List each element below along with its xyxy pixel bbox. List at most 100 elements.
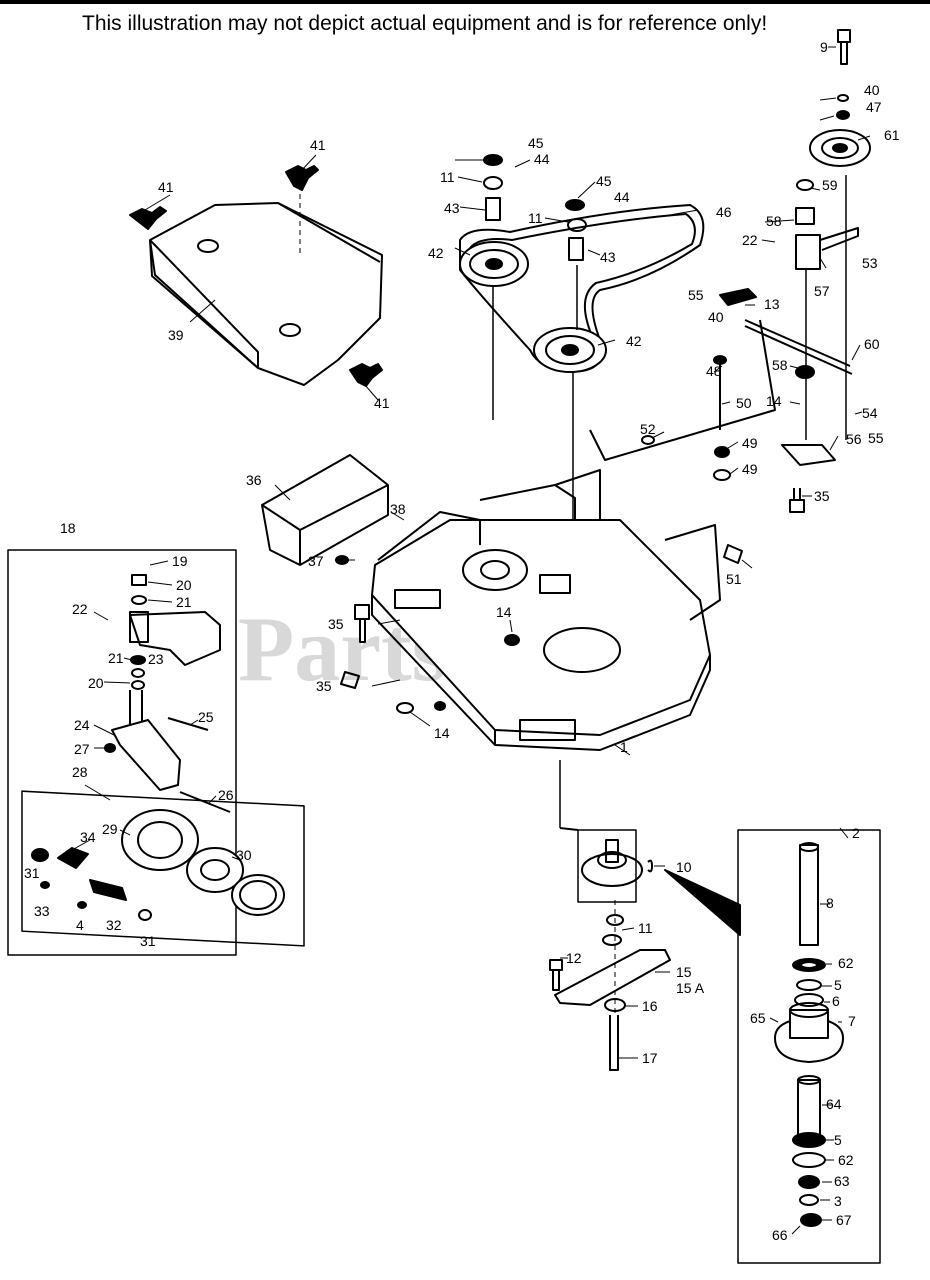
callout-label: 14: [434, 725, 450, 741]
caster-bracket: [104, 574, 231, 813]
leader-lines: [71, 46, 871, 1235]
callout-label: 29: [102, 821, 118, 837]
callout-label: 57: [814, 283, 830, 299]
callout-label: 48: [706, 363, 722, 379]
callout-label: 30: [236, 847, 252, 863]
callout-label: 42: [626, 333, 642, 349]
callout-label: 15 A: [676, 980, 705, 996]
pulley: [459, 241, 529, 287]
callout-label: 31: [140, 933, 156, 949]
callout-label: 32: [106, 917, 122, 933]
group-box-28: [21, 790, 305, 947]
callout-label: 45: [596, 173, 612, 189]
bolt: [354, 604, 370, 643]
callout-label: 2: [852, 825, 860, 841]
callout-label: 52: [640, 421, 656, 437]
callout-label: 62: [838, 955, 854, 971]
header: This illustration may not depict actual …: [0, 0, 930, 40]
callout-label: 22: [742, 232, 758, 248]
top-rule: [0, 0, 930, 4]
callout-label: 10: [676, 859, 692, 875]
pulley: [533, 327, 607, 373]
callout-label: 65: [750, 1010, 766, 1026]
callout-label: 21: [176, 594, 192, 610]
callout-label: 37: [308, 553, 324, 569]
deck-housing: [371, 469, 721, 751]
callout-label: 55: [868, 430, 884, 446]
callout-label: 14: [766, 393, 782, 409]
callout-label: 35: [316, 678, 332, 694]
callout-label: 19: [172, 553, 188, 569]
callout-label: 60: [864, 336, 880, 352]
callout-label: 4: [76, 917, 84, 933]
callout-label: 27: [74, 741, 90, 757]
callout-label: 20: [88, 675, 104, 691]
callout-label: 66: [772, 1227, 788, 1243]
callout-label: 12: [566, 950, 582, 966]
callout-label: 31: [24, 865, 40, 881]
callout-label: 1: [620, 739, 628, 755]
deck-cover: [149, 202, 383, 386]
callout-label: 11: [528, 210, 543, 226]
callout-label: 41: [374, 395, 390, 411]
callout-label: 18: [60, 520, 76, 536]
callout-label: 63: [834, 1173, 850, 1189]
bolt: [789, 488, 805, 513]
callout-label: 21: [108, 650, 124, 666]
callout-label: 15: [676, 964, 692, 980]
wing-nut: [349, 363, 383, 387]
callout-label: 42: [428, 245, 444, 261]
disclaimer-text: This illustration may not depict actual …: [82, 12, 768, 35]
callout-label: 7: [848, 1013, 856, 1029]
callout-label: 40: [864, 82, 880, 98]
callout-label: 56: [846, 431, 862, 447]
callout-label: 54: [862, 405, 878, 421]
callout-label: 20: [176, 577, 192, 593]
bolt: [340, 671, 360, 689]
discharge-chute: [261, 454, 389, 566]
callout-label: 39: [168, 327, 184, 343]
callout-label: 5: [834, 1132, 842, 1148]
callout-label: 9: [820, 39, 828, 55]
callout-label: 33: [34, 903, 50, 919]
callout-label: 67: [836, 1212, 852, 1228]
callout-label: 17: [642, 1050, 658, 1066]
callout-label: 43: [600, 249, 616, 265]
caster-wheel: [31, 809, 285, 921]
callout-label: 3: [834, 1193, 842, 1209]
callout-label: 11: [440, 169, 455, 185]
callout-label: 58: [772, 357, 788, 373]
callout-label: 38: [390, 501, 406, 517]
callout-label: 34: [80, 829, 96, 845]
callout-label: 36: [246, 472, 262, 488]
callout-label: 25: [198, 709, 214, 725]
callout-label: 16: [642, 998, 658, 1014]
callout-label: 55: [688, 287, 704, 303]
callout-label: 43: [444, 200, 460, 216]
wing-nut: [129, 206, 167, 230]
callout-label: 64: [826, 1096, 842, 1112]
callout-label: 26: [218, 787, 234, 803]
idler-assembly: [589, 29, 871, 466]
callout-label: 24: [74, 717, 90, 733]
callout-label: 44: [534, 151, 550, 167]
callout-label: 45: [528, 135, 544, 151]
callout-label: 50: [736, 395, 752, 411]
wing-nut: [285, 165, 319, 191]
callout-label: 44: [614, 189, 630, 205]
group-box-18: [7, 549, 237, 956]
callout-label: 49: [742, 461, 758, 477]
callout-label: 59: [822, 177, 838, 193]
callout-label: 6: [832, 993, 840, 1009]
callout-label: 35: [328, 616, 344, 632]
callout-label: 46: [716, 204, 732, 220]
callout-label: 62: [838, 1152, 854, 1168]
callout-label: 5: [834, 977, 842, 993]
callout-label: 51: [726, 571, 742, 587]
callout-label: 13: [764, 296, 780, 312]
callout-label: 23: [148, 651, 164, 667]
bolt: [723, 544, 743, 564]
spindle-detail: [774, 842, 844, 1227]
callout-label: 28: [72, 764, 88, 780]
